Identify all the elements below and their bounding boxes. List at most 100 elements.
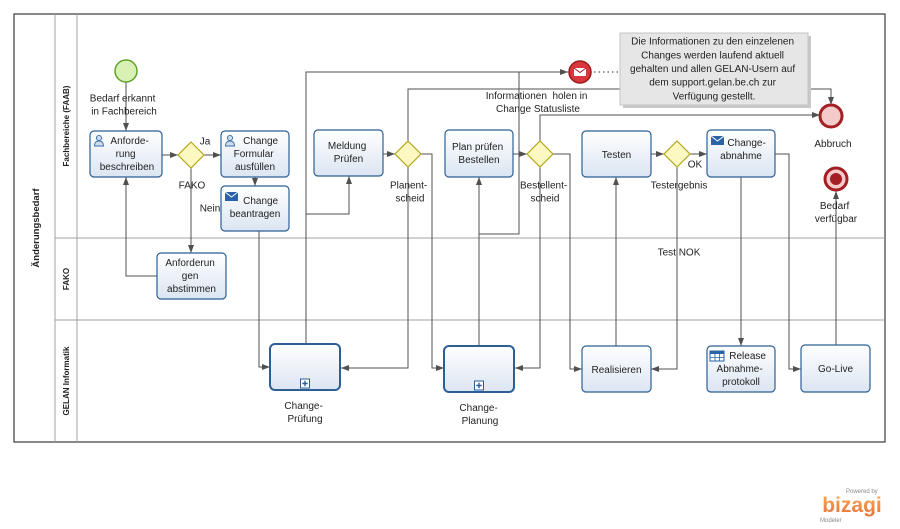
sequence-flow bbox=[539, 112, 820, 141]
end-event-abbruch: Abbruch bbox=[814, 103, 852, 150]
task-label: Release Abnahme- protokoll bbox=[717, 351, 769, 388]
label-line: Formular bbox=[234, 149, 275, 160]
user-icon bbox=[94, 134, 104, 147]
envelope-icon bbox=[224, 191, 239, 201]
label-line: Meldung bbox=[328, 141, 366, 152]
subprocess-change-planung: Change- Planung bbox=[443, 345, 515, 427]
label-line: protokoll bbox=[722, 377, 760, 388]
label-line: Bedarf bbox=[820, 201, 850, 212]
end-event-label: Bedarf verfügbar bbox=[815, 201, 858, 225]
label-line: Bedarf erkannt bbox=[90, 94, 156, 105]
sequence-flow bbox=[305, 176, 352, 344]
sequence-flow bbox=[421, 153, 444, 371]
label-line: beantragen bbox=[230, 209, 281, 220]
task-label: Change- abnahme bbox=[720, 138, 768, 162]
label-line: Change- bbox=[284, 401, 322, 412]
label-line: scheid bbox=[531, 194, 560, 205]
label-line: Release bbox=[729, 351, 766, 362]
label-line: verfügbar bbox=[815, 214, 858, 225]
message-end-event-label: Informationen holen in Change Statuslist… bbox=[486, 91, 591, 115]
annotation-text: Die Informationen zu den einzelenen Chan… bbox=[630, 37, 798, 103]
task-label: Anforderun gen abstimmen bbox=[165, 258, 217, 295]
task-anforderung-beschreiben: Anforde- rung beschreiben bbox=[89, 130, 163, 178]
task-release-abnahmeprotokoll: Release Abnahme- protokoll bbox=[706, 345, 776, 393]
sequence-flow bbox=[775, 153, 801, 372]
sequence-flow bbox=[305, 69, 568, 214]
label-line: Abnahme- bbox=[717, 364, 763, 375]
task-change-beantragen: Change beantragen bbox=[220, 185, 290, 232]
end-event-label: Abbruch bbox=[814, 139, 851, 150]
table-icon bbox=[709, 350, 725, 362]
lane-label-fachbereiche: Fachbereiche (FAAB) bbox=[62, 85, 71, 166]
task-label: Realisieren bbox=[591, 365, 641, 376]
label-line: Anforde- bbox=[110, 136, 148, 147]
sequence-flow bbox=[123, 177, 157, 277]
subprocess-label: Change- Planung bbox=[459, 403, 500, 427]
label-line: Change- bbox=[727, 138, 765, 149]
task-label: Testen bbox=[602, 150, 631, 161]
user-icon bbox=[225, 134, 235, 147]
gateway-testergebnis: Testergebnis OK Test NOK bbox=[651, 140, 707, 259]
sequence-flows bbox=[123, 69, 839, 372]
pool-label: Änderungsbedarf bbox=[31, 188, 42, 268]
lane-label-gelan: GELAN Informatik bbox=[62, 346, 71, 415]
task-change-formular-ausfuellen: Change Formular ausfüllen bbox=[220, 130, 290, 178]
label-line: Change bbox=[243, 196, 278, 207]
label-line: scheid bbox=[396, 194, 425, 205]
label-line: Informationen holen in bbox=[486, 91, 588, 102]
terminate-end-event: Bedarf verfügbar bbox=[815, 166, 858, 225]
plus-marker-icon bbox=[300, 378, 310, 389]
gateway-bestellentscheid: Bestellent- scheid bbox=[520, 140, 570, 205]
task-plan-pruefen-bestellen: Plan prüfen Bestellen bbox=[444, 129, 514, 178]
sequence-flow bbox=[651, 167, 678, 372]
task-label: Anforde- rung beschreiben bbox=[100, 136, 154, 173]
label-line: abstimmen bbox=[167, 284, 216, 295]
sequence-flow bbox=[341, 167, 409, 371]
powered-by-text: Powered by bbox=[846, 489, 878, 495]
label-line: ausfüllen bbox=[235, 162, 275, 173]
task-meldung-pruefen: Meldung Prüfen bbox=[313, 129, 384, 177]
task-label: Change Formular ausfüllen bbox=[234, 136, 281, 173]
label-line: Planent- bbox=[390, 181, 427, 192]
label-line: Prüfen bbox=[334, 154, 363, 165]
plus-marker-icon bbox=[474, 380, 484, 391]
task-go-live: Go-Live bbox=[800, 344, 871, 393]
logo-wordmark: bizagi bbox=[822, 494, 882, 517]
task-label: Plan prüfen Bestellen bbox=[452, 142, 506, 166]
label-line: Change Statusliste bbox=[496, 104, 580, 115]
label-line: abnahme bbox=[720, 151, 762, 162]
sequence-flow bbox=[258, 231, 270, 370]
gateway-label: Bestellent- scheid bbox=[520, 181, 570, 205]
annotation-line: dem support.gelan.be.ch zur bbox=[649, 78, 776, 89]
label-line: in Fachbereich bbox=[91, 107, 157, 118]
envelope-icon bbox=[710, 135, 725, 145]
message-end-event: Informationen holen in Change Statuslist… bbox=[486, 60, 592, 115]
annotation-line: Die Informationen zu den einzelenen bbox=[631, 37, 794, 48]
start-event-label: Bedarf erkannt in Fachbereich bbox=[90, 94, 158, 118]
subprocess-label: Change- Prüfung bbox=[284, 401, 325, 425]
label-line: Plan prüfen bbox=[452, 142, 503, 153]
gateway-ok-label: OK bbox=[688, 160, 703, 171]
bizagi-logo: Powered by bizagi Modeler bbox=[820, 489, 882, 524]
task-realisieren: Realisieren bbox=[581, 345, 652, 393]
gateway-no-label: Nein bbox=[200, 204, 221, 215]
envelope-icon bbox=[573, 67, 587, 76]
sequence-flow bbox=[515, 167, 541, 371]
label-line: Change- bbox=[459, 403, 497, 414]
gateway-label: FAKO bbox=[179, 181, 206, 192]
annotation-line: Verfügung gestellt. bbox=[673, 92, 756, 103]
annotation-line: gehalten und allen GELAN-Usern auf bbox=[630, 64, 795, 75]
label-line: Change bbox=[243, 136, 278, 147]
label-line: gen bbox=[182, 271, 199, 282]
label-line: beschreiben bbox=[100, 162, 154, 173]
gateway-fako: Ja FAKO Nein bbox=[177, 137, 221, 215]
start-event: Bedarf erkannt in Fachbereich bbox=[90, 59, 158, 118]
task-anforderungen-abstimmen: Anforderun gen abstimmen bbox=[156, 252, 227, 300]
gateway-yes-label: Ja bbox=[200, 137, 211, 148]
task-label: Change beantragen bbox=[230, 196, 281, 220]
task-label: Go-Live bbox=[818, 364, 853, 375]
lane-label-fako: FAKO bbox=[62, 268, 71, 290]
product-name: Modeler bbox=[820, 518, 842, 524]
label-line: Bestellen bbox=[458, 155, 499, 166]
